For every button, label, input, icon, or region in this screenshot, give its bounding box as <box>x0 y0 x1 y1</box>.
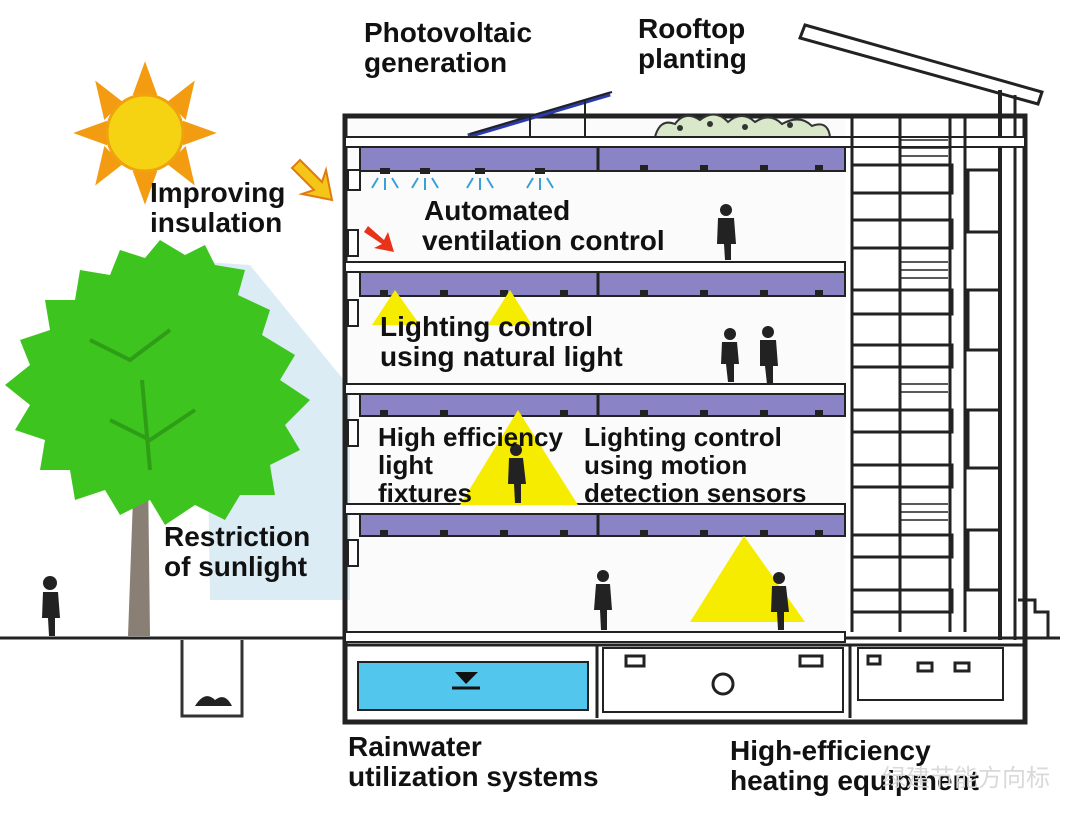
heating-equipment <box>624 654 971 696</box>
watermark: 绿建节能方向标 <box>882 764 1050 792</box>
underground-pit <box>180 640 244 718</box>
person-icon <box>717 204 736 260</box>
solar-panel-icon <box>467 91 613 139</box>
person-icon <box>42 576 60 636</box>
person-icon <box>508 444 526 503</box>
rainwater-tank <box>357 661 589 711</box>
person-icon <box>721 328 739 382</box>
people-inside <box>508 204 789 630</box>
floor-slabs <box>344 146 846 643</box>
water-level-icon <box>452 672 480 690</box>
ventilation-arrow-icon <box>364 226 394 252</box>
heat-arrow-icon <box>290 158 334 202</box>
ventilation-vents <box>371 177 554 190</box>
roof-plants-icon <box>653 113 832 138</box>
person-icon <box>760 326 778 384</box>
sun-icon <box>73 61 217 205</box>
person-icon <box>771 572 789 630</box>
tree-icon <box>5 240 310 636</box>
person-icon <box>594 570 612 630</box>
